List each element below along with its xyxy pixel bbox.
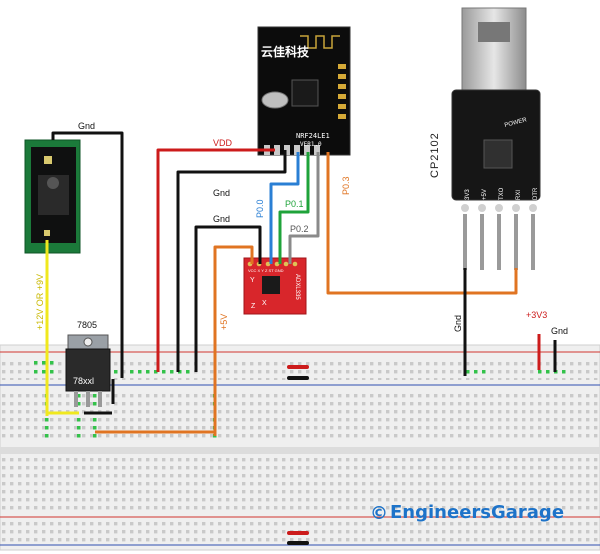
label-plus3v3: +3V3: [526, 310, 547, 320]
wire-5v-accel: [213, 245, 254, 436]
cp2102-pin-txo: TXO: [499, 187, 505, 200]
wire-gnd-jack: [51, 131, 124, 378]
label-gnd-usb: Gnd: [453, 315, 463, 332]
label-gnd-mid1: Gnd: [213, 188, 230, 198]
label-gnd-mid2: Gnd: [213, 214, 230, 224]
wires: [45, 131, 557, 436]
brand-logo: © EngineersGarage: [370, 502, 564, 524]
accel-axis-x: X: [262, 300, 267, 307]
nrf-version-text: VER1.0: [300, 141, 322, 148]
accel-pins: VCC X Y Z ST GND: [248, 268, 284, 273]
label-plus5v: +5V: [219, 314, 229, 330]
nrf24le1-module: [257, 26, 351, 156]
label-p03: P0.3: [341, 176, 351, 195]
wire-p00: [269, 152, 300, 264]
nrf-chinese-text: 云佳科技: [261, 44, 310, 59]
regulator-7805: [65, 334, 111, 407]
accel-axis-z: Z: [251, 303, 256, 310]
cp2102-pin-5v: +5V: [482, 189, 488, 200]
cp2102-text: POWER 3V3 +5V TXO RXI DTR: [465, 117, 539, 200]
accel-marking: ADXL335: [294, 274, 300, 300]
nrf-model-text: NRF24LE1: [296, 132, 330, 140]
accelerometer-text: ADXL335 X Y Z VCC X Y Z ST GND: [248, 268, 300, 310]
label-gnd-right: Gnd: [551, 326, 568, 336]
label-regulator-part: 7805: [77, 320, 97, 330]
label-supply: +12V OR +9V: [35, 274, 45, 330]
rail-jumpers: [287, 365, 309, 545]
cp2102-power-label: POWER: [504, 117, 528, 129]
wire-p01: [278, 152, 310, 264]
wire-labels: Gnd VDD Gnd Gnd P0.0 P0.1 P0.2 P0.3 +5V …: [35, 121, 568, 386]
label-p01: P0.1: [285, 199, 304, 209]
wire-p02: [288, 152, 320, 264]
label-vdd: VDD: [213, 138, 233, 148]
wire-vdd: [156, 148, 275, 372]
cp2102-pin-3v3: 3V3: [465, 189, 471, 200]
cp2102-board: [451, 7, 541, 270]
brand-name: EngineersGarage: [390, 502, 564, 523]
label-regulator-mark: 78xxl: [73, 376, 94, 386]
dc-jack-board: [24, 139, 81, 254]
label-p02: P0.2: [290, 224, 309, 234]
label-gnd-top: Gnd: [78, 121, 95, 131]
cp2102-pin-rxi: RXI: [516, 190, 522, 200]
wire-gnd-nrf: [176, 150, 287, 372]
brand-logo-icon: ©: [370, 503, 388, 524]
wire-gnd-accel: [194, 225, 262, 372]
label-cp2102: CP2102: [429, 132, 441, 178]
label-p00: P0.0: [255, 199, 265, 218]
wire-p03: [326, 152, 518, 295]
cp2102-pin-dtr: DTR: [533, 187, 539, 200]
accel-axis-y: Y: [250, 277, 255, 284]
nrf-module-text: 云佳科技 NRF24LE1 VER1.0: [261, 44, 330, 148]
